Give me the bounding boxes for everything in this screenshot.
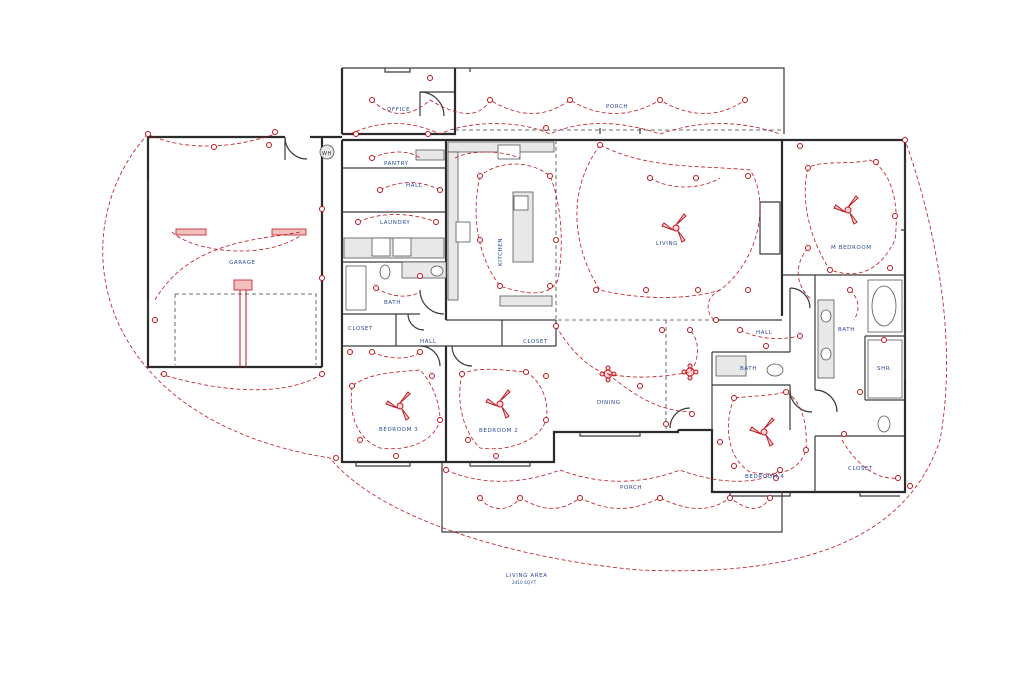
outlets <box>145 75 913 501</box>
ceiling-fan-bedroom2 <box>485 389 511 419</box>
room-label-office: OFFICE <box>387 107 410 113</box>
ceiling-fan-living <box>661 213 687 243</box>
bathtub-left <box>345 265 367 311</box>
water-heater <box>319 144 335 160</box>
room-label-kitchen: KITCHEN <box>498 238 504 266</box>
room-label-hall-right: HALL <box>756 330 773 336</box>
fixtures <box>175 141 903 433</box>
room-label-laundry: LAUNDRY <box>380 220 410 226</box>
light-cluster-dining-2 <box>681 363 699 381</box>
ceiling-fans <box>385 195 859 447</box>
room-label-bath-small: BATH <box>740 366 757 372</box>
room-label-closet-left: CLOSET <box>348 326 373 332</box>
room-label-bath-left: BATH <box>384 300 401 306</box>
room-label-shr: SHR. <box>877 366 892 372</box>
room-label-pantry: PANTRY <box>384 161 409 167</box>
room-label-hall-mid: HALL <box>420 339 437 345</box>
living-area-label: LIVING AREA <box>506 573 548 579</box>
room-label-garage: GARAGE <box>229 260 256 266</box>
master-bathtub <box>871 285 897 327</box>
room-label-porch-bottom: PORCH <box>620 485 642 491</box>
room-labels: OFFICE PORCH PANTRY HALL LAUNDRY GARAGE … <box>229 104 892 585</box>
living-area-size: 2410 SQ FT <box>512 580 537 585</box>
room-label-dining: DINING <box>597 400 621 406</box>
room-label-m-bedroom: M BEDROOM <box>831 245 872 251</box>
room-label-bedroom3: BEDROOM 3 <box>379 427 418 433</box>
room-label-living: LIVING <box>656 241 678 247</box>
room-label-bedroom4: BEDROOM 4 <box>745 474 784 480</box>
kitchen-sink <box>497 144 521 160</box>
ceiling-fan-master <box>833 195 859 225</box>
room-label-closet-right: CLOSET <box>848 466 873 472</box>
room-label-bedroom2: BEDROOM 2 <box>479 428 518 434</box>
ceiling-fan-bedroom3 <box>385 391 411 421</box>
room-label-closet-mid: CLOSET <box>523 339 548 345</box>
room-label-porch-top: PORCH <box>606 104 628 110</box>
room-label-bath-master: BATH <box>838 327 855 333</box>
ceiling-fan-bedroom4 <box>749 417 775 447</box>
room-label-wh: WH <box>322 151 332 157</box>
room-label-hall-upper: HALL <box>406 183 423 189</box>
